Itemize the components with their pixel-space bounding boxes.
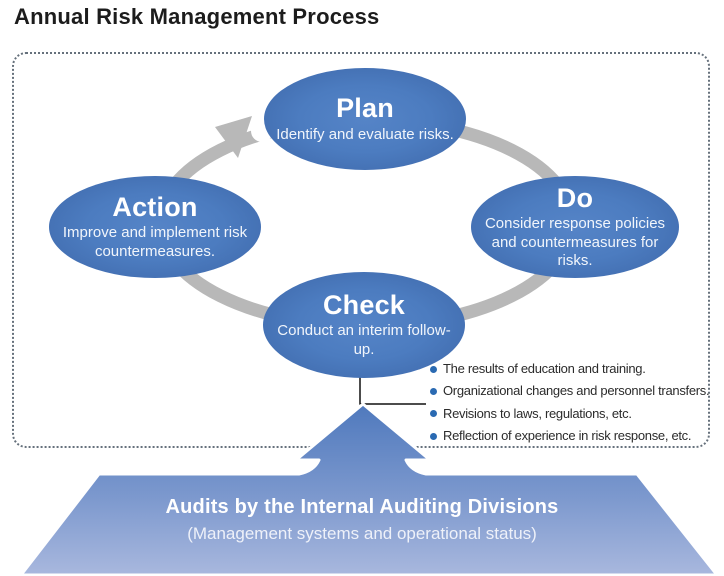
note-text: Reflection of experience in risk respons… bbox=[443, 427, 692, 443]
step-title: Check bbox=[322, 290, 406, 321]
audit-banner-subtitle: (Management systems and operational stat… bbox=[187, 524, 537, 543]
step-title: Plan bbox=[336, 93, 394, 124]
cycle-step-action: Action Improve and implement risk counte… bbox=[49, 176, 261, 278]
note-text: Revisions to laws, regulations, etc. bbox=[443, 405, 632, 421]
note-text: The results of education and training. bbox=[443, 361, 646, 376]
list-item: The results of education and training. bbox=[430, 361, 715, 376]
bullet-dot-icon bbox=[430, 365, 437, 373]
bullet-dot-icon bbox=[430, 432, 437, 440]
cycle-step-plan: Plan Identify and evaluate risks. bbox=[264, 68, 466, 170]
list-item: Revisions to laws, regulations, etc. bbox=[430, 405, 715, 421]
audit-banner-title: Audits by the Internal Auditing Division… bbox=[165, 496, 559, 518]
bullet-dot-icon bbox=[430, 387, 437, 395]
list-item: Organizational changes and personnel tra… bbox=[430, 383, 715, 399]
step-title: Action bbox=[112, 192, 198, 223]
note-text: Organizational changes and personnel tra… bbox=[443, 383, 710, 399]
list-item: Reflection of experience in risk respons… bbox=[430, 427, 715, 443]
step-title: Do bbox=[556, 182, 594, 213]
check-notes-list: The results of education and training. O… bbox=[430, 361, 715, 451]
cycle-step-do: Do Consider response policies and counte… bbox=[471, 176, 679, 278]
step-desc: Consider response policies and counterme… bbox=[484, 215, 666, 269]
step-desc: Improve and implement risk countermeasur… bbox=[62, 224, 248, 260]
step-desc: Conduct an interim follow-up. bbox=[277, 322, 451, 358]
step-desc: Identify and evaluate risks. bbox=[276, 125, 454, 143]
page-title: Annual Risk Management Process bbox=[14, 4, 380, 29]
bullet-dot-icon bbox=[430, 410, 437, 418]
